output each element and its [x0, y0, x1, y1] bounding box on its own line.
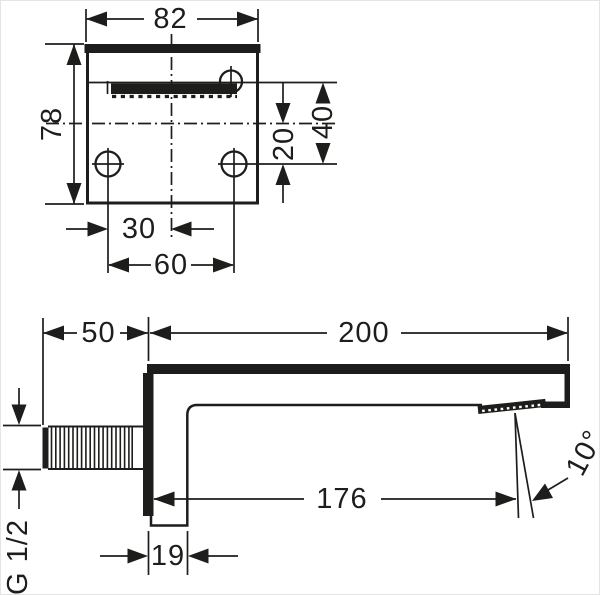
dim-wall-stub-label: 50 — [81, 317, 115, 349]
angle-leader-line — [547, 477, 569, 491]
screw-hole-right — [220, 150, 248, 178]
arrowhead — [66, 183, 82, 204]
arrowhead — [275, 164, 291, 185]
arrowhead — [11, 470, 27, 491]
arrowhead — [275, 103, 291, 124]
dim-center-to-holes-label: 20 — [268, 127, 300, 161]
arrowhead — [547, 325, 568, 341]
dim-spout-length-label: 200 — [338, 317, 389, 349]
thread-hatching — [50, 427, 133, 469]
wall-flange-bar — [143, 373, 154, 516]
arrowhead — [188, 548, 209, 564]
screw-hole-left — [94, 150, 122, 178]
dim-hole-to-center-label: 30 — [122, 213, 156, 245]
dim-drop-width-label: 19 — [151, 540, 185, 572]
dim-plate-height-label: 78 — [36, 107, 68, 141]
arrowhead — [11, 404, 27, 425]
outlet-marker-circle — [218, 69, 244, 94]
arrowhead — [495, 491, 517, 507]
arrowhead — [171, 221, 192, 237]
dim-hole-spacing-label: 60 — [154, 249, 188, 281]
drop-tube-outline — [149, 403, 198, 527]
arrowhead — [87, 221, 108, 237]
nozzle-dots — [481, 403, 543, 413]
side-view: 50 200 176 19 G 1/2 10° — [2, 317, 600, 595]
aerator-slot-bar — [111, 83, 237, 94]
dim-outlet-to-holes-label: 40 — [307, 105, 339, 139]
arrowhead — [43, 325, 64, 341]
arrowhead — [532, 483, 553, 501]
arrowhead — [66, 44, 82, 65]
dim-plate-width-label: 82 — [153, 3, 187, 35]
arrowhead — [150, 325, 171, 341]
front-view: 82 78 40 20 30 60 — [36, 3, 339, 281]
stream-angled-line — [514, 412, 535, 519]
nozzle-body — [477, 398, 547, 414]
arrowhead — [213, 257, 234, 273]
arrowhead — [315, 143, 331, 164]
plate-top-edge-bar — [84, 44, 261, 53]
dim-stream-reach-label: 176 — [316, 483, 367, 515]
spout-right-end — [564, 364, 570, 408]
stream-vertical-reference — [514, 412, 520, 519]
pipe-end-cap — [42, 427, 49, 469]
arrowhead — [86, 11, 107, 27]
spout-top-edge-bar — [147, 364, 570, 374]
dim-stream-angle-label: 10° — [560, 425, 600, 481]
arrowhead — [127, 548, 148, 564]
arrowhead — [315, 82, 331, 104]
spout-bottom-right-edge — [541, 401, 570, 408]
nozzle-strip — [477, 398, 547, 414]
arrowhead — [237, 11, 258, 27]
arrowhead — [127, 325, 148, 341]
arrowhead — [108, 257, 129, 273]
dim-thread-size-label: G 1/2 — [2, 519, 34, 595]
arrowhead — [153, 491, 175, 507]
